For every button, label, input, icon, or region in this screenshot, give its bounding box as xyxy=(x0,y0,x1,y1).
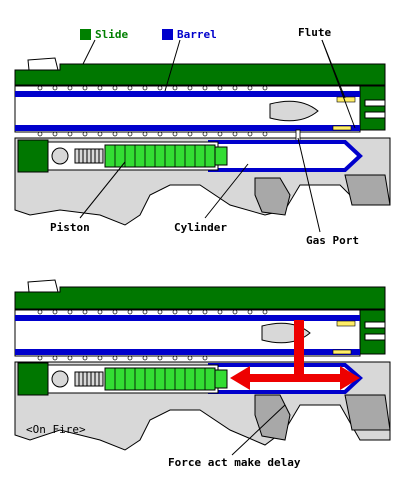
gas-port-leader xyxy=(297,137,321,233)
piston-mount-fire xyxy=(17,362,49,396)
force-note-label: Force act make delay xyxy=(168,456,301,469)
on-fire-label: <On Fire> xyxy=(26,423,86,436)
barrel-leader xyxy=(164,39,181,92)
spring-fire xyxy=(74,371,104,387)
flute-highlight-bottom-fire xyxy=(332,349,352,355)
legend-slide-label: Slide xyxy=(95,28,129,41)
piston-leader xyxy=(79,161,126,219)
barrel-bottom-wall-fire xyxy=(15,349,360,355)
slide-leader xyxy=(82,39,96,65)
flute-highlight-top-fire xyxy=(336,320,356,327)
cylinder-label: Cylinder xyxy=(174,221,227,234)
bullet-rest xyxy=(269,100,319,122)
flute-groove-4 xyxy=(364,333,386,341)
piston-cap-fire xyxy=(51,370,69,388)
grip-rest xyxy=(344,174,391,206)
gas-port-label: Gas Port xyxy=(306,234,359,247)
legend-barrel-swatch xyxy=(162,29,173,40)
flute-groove-2 xyxy=(364,111,386,119)
barrel-top-wall-fire xyxy=(15,315,360,321)
trigger-rest xyxy=(254,177,291,216)
flute-leader-2 xyxy=(321,39,356,129)
cylinder-leader xyxy=(204,163,249,219)
piston-cap-rest xyxy=(51,147,69,165)
flute-groove-1 xyxy=(364,99,386,107)
legend-slide-swatch xyxy=(80,29,91,40)
force-arrowhead-right xyxy=(340,366,360,390)
diagram-rest xyxy=(14,39,391,233)
flute-highlight-bottom xyxy=(332,125,352,131)
piston-rod-rest xyxy=(104,144,216,168)
force-vertical xyxy=(294,320,304,378)
barrel-bottom-wall-rest xyxy=(15,125,360,131)
force-note-leader xyxy=(231,404,286,456)
barrel-top-wall-rest xyxy=(15,91,360,97)
slide-top-rest xyxy=(14,63,386,86)
cylinder-rest xyxy=(208,140,363,172)
force-horizontal xyxy=(245,374,345,382)
piston-label: Piston xyxy=(50,221,90,234)
trigger-fire xyxy=(254,394,291,441)
piston-rod-fire xyxy=(104,367,216,391)
piston-head-fire xyxy=(214,369,228,389)
grip-fire xyxy=(344,394,391,431)
slide-top-fire xyxy=(14,286,386,310)
force-arrowhead-left xyxy=(230,366,250,390)
spring-rest xyxy=(74,148,104,164)
diagram-fire xyxy=(14,279,391,456)
flute-highlight-top xyxy=(336,96,356,103)
flute-label: Flute xyxy=(298,26,332,39)
piston-head-rest xyxy=(214,146,228,166)
piston-mount-rest xyxy=(17,139,49,173)
legend-slide: Slide xyxy=(80,28,128,41)
legend-barrel-label: Barrel xyxy=(177,28,217,41)
legend-barrel: Barrel xyxy=(162,28,217,41)
force-arrows xyxy=(230,320,360,390)
flute-groove-3 xyxy=(364,321,386,329)
